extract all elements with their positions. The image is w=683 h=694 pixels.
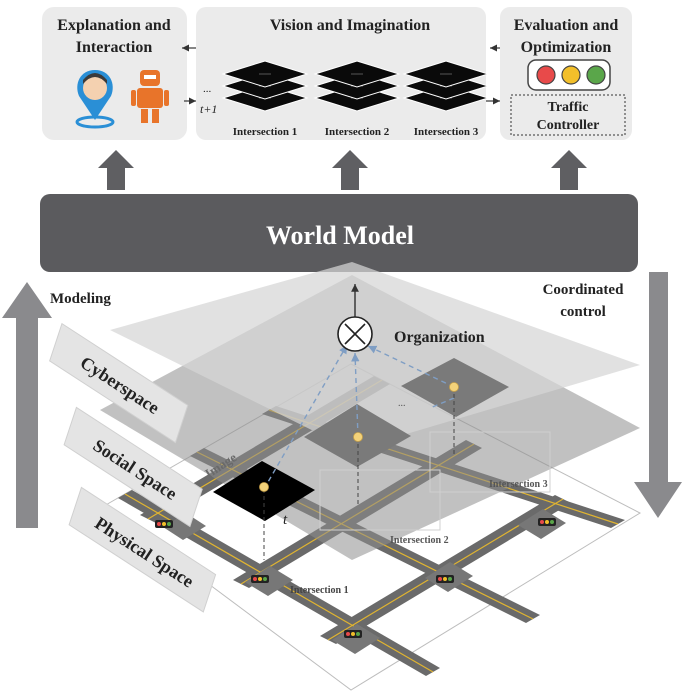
vision-intersection-3-label: Intersection 3 [414, 126, 479, 138]
vision-time-label: t+1 [200, 102, 217, 116]
social-ellipsis: ... [398, 398, 406, 409]
traffic-light-icon [527, 59, 611, 91]
physical-intersection-c [332, 624, 380, 654]
vision-ellipsis: ... [203, 83, 212, 95]
intersection-1-label: Intersection 1 [290, 585, 349, 596]
explanation-panel: Explanation and Interaction [42, 7, 187, 140]
vision-intersection-1-label: Intersection 1 [233, 126, 297, 138]
modeling-label: Modeling [50, 291, 111, 307]
organization-links [263, 344, 455, 490]
physical-intersection-d [425, 562, 473, 592]
organization-label: Organization [394, 329, 485, 346]
vertical-links [263, 387, 455, 560]
physical-intersection-e [518, 509, 566, 539]
coordinated-control-arrow [634, 272, 682, 518]
vision-panel: Vision and Imagination ... t+1 Intersect… [196, 7, 490, 140]
world-model-label: World Model [266, 221, 414, 250]
evaluation-title-line2: Optimization [521, 39, 612, 56]
intersection-stack-3 [402, 60, 490, 112]
up-arrows [98, 150, 587, 190]
traffic-controller-line2: Controller [537, 118, 600, 133]
intersection-3-label: Intersection 3 [489, 479, 548, 490]
time-t-label: t [283, 512, 288, 528]
evaluation-title-line1: Evaluation and [514, 17, 619, 34]
intersection-2-label: Intersection 2 [390, 535, 449, 546]
physical-intersection-b [245, 566, 293, 596]
vision-intersection-2-label: Intersection 2 [325, 126, 390, 138]
person-location-icon [75, 70, 115, 129]
explanation-title-line1: Explanation and [57, 17, 170, 34]
world-model-bar: World Model [40, 194, 638, 272]
coordinated-label-line1: Coordinated [543, 282, 624, 298]
organization-node [337, 284, 373, 352]
traffic-controller-line1: Traffic [548, 100, 589, 115]
intersection-stack-2 [313, 60, 401, 112]
intersection-stack-1 [221, 60, 309, 112]
modeling-arrow [2, 282, 52, 528]
node-dots [259, 382, 459, 492]
coordinated-label-line2: control [560, 304, 606, 320]
explanation-title-line2: Interaction [76, 39, 153, 56]
robot-icon [131, 70, 169, 123]
cyberspace-layer [110, 262, 640, 450]
intersection-stacks [221, 60, 490, 112]
evaluation-panel: Evaluation and Optimization Traffic Cont… [500, 7, 632, 140]
physical-intersection-a [155, 513, 206, 540]
vision-title: Vision and Imagination [270, 17, 430, 34]
